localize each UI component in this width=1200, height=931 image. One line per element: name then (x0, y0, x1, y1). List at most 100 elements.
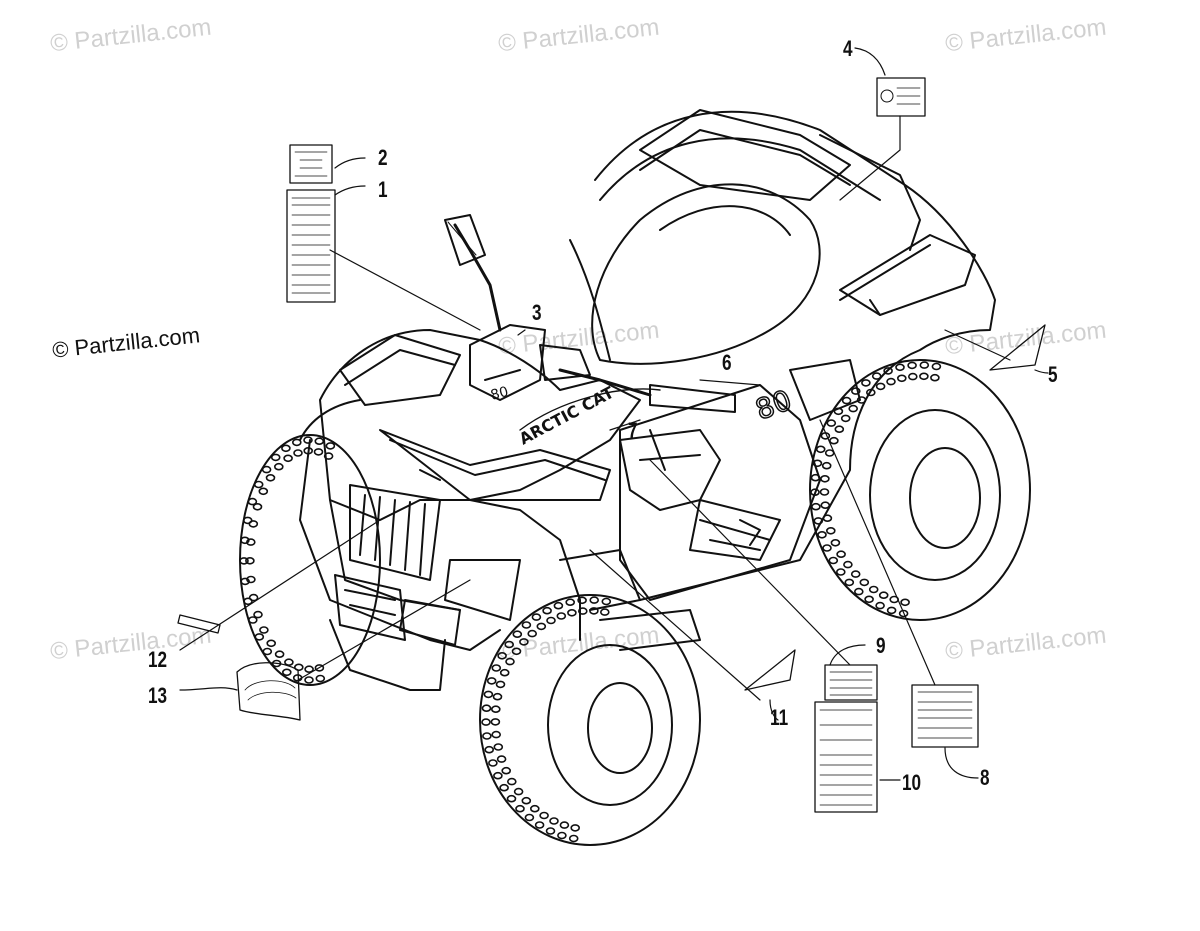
tread-knob (907, 372, 918, 381)
tread-knob (493, 743, 504, 751)
tread-knob (314, 437, 325, 446)
tread-knob (497, 651, 507, 660)
tread-knob (861, 379, 871, 387)
tread-knob (325, 442, 336, 450)
callout-3: 3 (532, 300, 542, 325)
tread-knob (577, 607, 588, 615)
tread-knob (491, 730, 502, 739)
svg-text:80: 80 (489, 384, 510, 404)
tread-knob (506, 777, 517, 786)
tread-knob (248, 593, 259, 602)
tread-knob (245, 556, 255, 565)
svg-text:ARCTIC CAT: ARCTIC CAT (516, 383, 617, 449)
tread-knob (495, 680, 506, 689)
tread-knob (601, 597, 612, 606)
tread-knob (248, 520, 259, 528)
tread-knob (323, 452, 334, 460)
tread-knob (931, 362, 942, 371)
callout-9: 9 (876, 633, 886, 658)
tread-knob (898, 609, 909, 618)
tread-knob (484, 745, 495, 754)
tread-knob (253, 480, 264, 489)
tread-knob (836, 550, 846, 559)
tread-knob (886, 606, 897, 615)
tread-knob (886, 377, 896, 386)
label-1 (286, 189, 336, 303)
tread-knob (281, 668, 292, 677)
tread-knob (521, 621, 532, 629)
tread-knob (835, 568, 846, 576)
tread-knob (240, 536, 250, 545)
rear-rack (639, 109, 976, 316)
tread-knob (826, 419, 837, 427)
tread-knob (815, 445, 826, 454)
label-9 (824, 664, 878, 701)
tread-knob (488, 759, 498, 767)
tread-knob (565, 598, 576, 607)
tread-knob (506, 794, 517, 803)
tread-knob (834, 425, 845, 434)
tread-knob (570, 824, 581, 832)
tread-knob (568, 834, 579, 843)
tread-knob (246, 575, 256, 584)
callout-6: 6 (722, 350, 732, 375)
front-grille (349, 484, 521, 646)
tread-knob (545, 827, 556, 835)
callout-1: 1 (378, 177, 388, 202)
tread-knob (274, 650, 285, 659)
tread-knob (542, 606, 552, 615)
tread-knob (304, 665, 314, 674)
tread-knob (527, 629, 538, 638)
tread-knob (859, 578, 870, 587)
tread-knob (864, 595, 874, 604)
rear-fender (569, 110, 996, 601)
dash: 80 (469, 324, 591, 404)
tread-knob (817, 530, 827, 539)
tread-knob (895, 363, 905, 372)
tread-knob (261, 465, 272, 474)
side-80-decal: 80 (750, 383, 796, 428)
seat (591, 183, 821, 365)
engine-frame (559, 429, 721, 651)
tread-knob (883, 367, 893, 375)
tread-knob (247, 497, 258, 506)
label-12 (177, 614, 221, 634)
tread-knob (577, 596, 587, 605)
tread-knob (490, 718, 501, 726)
label-8 (911, 684, 979, 748)
label-2 (289, 144, 333, 184)
tread-knob (900, 598, 910, 607)
tread-knob (841, 396, 852, 405)
tread-knob (553, 601, 564, 610)
tread-knob (820, 474, 830, 483)
tread-knob (844, 578, 855, 587)
handlebar (444, 214, 736, 413)
svg-text:80: 80 (751, 383, 796, 426)
tread-knob (515, 804, 525, 813)
side-panel (619, 384, 821, 601)
tread-knob (283, 454, 293, 463)
tread-knob (850, 570, 861, 578)
tread-knob (246, 538, 256, 546)
tread-knob (492, 692, 503, 701)
tread-knob (546, 616, 556, 625)
callout-5: 5 (1048, 362, 1058, 387)
callout-11: 11 (770, 705, 789, 730)
label-11 (744, 649, 796, 691)
callout-13: 13 (148, 683, 168, 708)
tread-knob (493, 771, 503, 780)
tread-knob (868, 585, 879, 594)
tread-knob (243, 597, 253, 606)
tread-knob (314, 664, 325, 672)
leader-lines (179, 47, 1049, 781)
tread-knob (529, 804, 540, 813)
callout-7: 7 (628, 418, 638, 443)
callout-2: 2 (378, 145, 388, 170)
tread-knob (907, 361, 917, 370)
tread-knob (524, 813, 535, 822)
tread-knob (513, 787, 524, 796)
tread-knob (281, 444, 291, 453)
tread-knob (511, 647, 522, 656)
tread-knob (501, 766, 512, 775)
tread-knob (248, 616, 258, 624)
